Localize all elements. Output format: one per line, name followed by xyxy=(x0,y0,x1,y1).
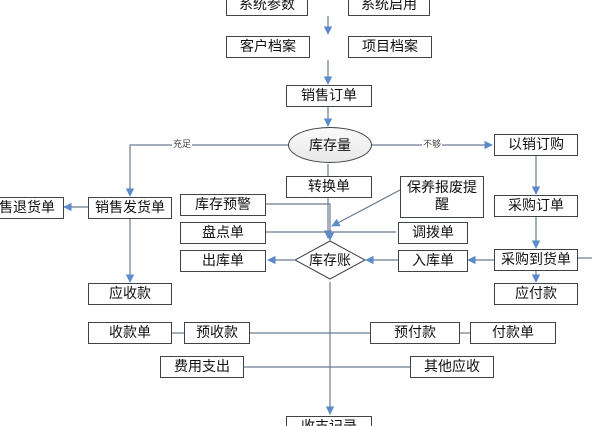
node-expense[interactable]: 费用支出 xyxy=(160,356,244,378)
node-allocation[interactable]: 调拨单 xyxy=(398,222,468,244)
node-stock-alert[interactable]: 库存预警 xyxy=(180,194,266,216)
edge-alert xyxy=(266,203,335,241)
node-stocktake[interactable]: 盘点单 xyxy=(180,222,266,244)
node-purchase-by-sales[interactable]: 以销订购 xyxy=(494,134,578,156)
node-inbound[interactable]: 入库单 xyxy=(398,250,468,272)
edge-label-insufficient: 不够 xyxy=(422,140,443,150)
node-system-params[interactable]: 系统参数 xyxy=(226,0,308,16)
node-sales-order[interactable]: 销售订单 xyxy=(286,85,372,107)
node-prepayment[interactable]: 预付款 xyxy=(370,322,460,344)
node-outbound[interactable]: 出库单 xyxy=(180,250,266,272)
node-inventory-quantity[interactable]: 库存量 xyxy=(288,127,372,163)
node-transfer[interactable]: 转换单 xyxy=(286,176,372,198)
node-purchase-order[interactable]: 采购订单 xyxy=(494,195,578,217)
node-payable[interactable]: 应付款 xyxy=(494,283,578,305)
node-cash-record[interactable]: 收支记录 xyxy=(286,416,372,426)
node-payment[interactable]: 付款单 xyxy=(470,322,556,344)
node-project-file[interactable]: 项目档案 xyxy=(348,36,432,58)
edge-label-sufficient: 充足 xyxy=(172,140,193,150)
node-other-receivable[interactable]: 其他应收 xyxy=(410,356,494,378)
node-sales-return[interactable]: 售退货单 xyxy=(0,197,64,219)
edge-sufficient xyxy=(125,144,288,197)
node-receivable[interactable]: 应收款 xyxy=(88,283,172,305)
node-advance-receipt[interactable]: 预收款 xyxy=(184,322,250,344)
node-maintenance-scrap[interactable]: 保养报废提醒 xyxy=(400,176,484,218)
node-system-enable[interactable]: 系统启用 xyxy=(348,0,430,16)
node-customer-file[interactable]: 客户档案 xyxy=(226,36,310,58)
node-receipt[interactable]: 收款单 xyxy=(88,322,172,344)
node-sales-delivery[interactable]: 销售发货单 xyxy=(88,197,172,219)
node-purchase-arrival[interactable]: 采购到货单 xyxy=(494,249,578,271)
node-inventory-ledger[interactable]: 库存账 xyxy=(309,253,351,269)
node-inventory-ledger-shape[interactable] xyxy=(294,240,366,280)
edge-maintenance xyxy=(331,189,401,227)
